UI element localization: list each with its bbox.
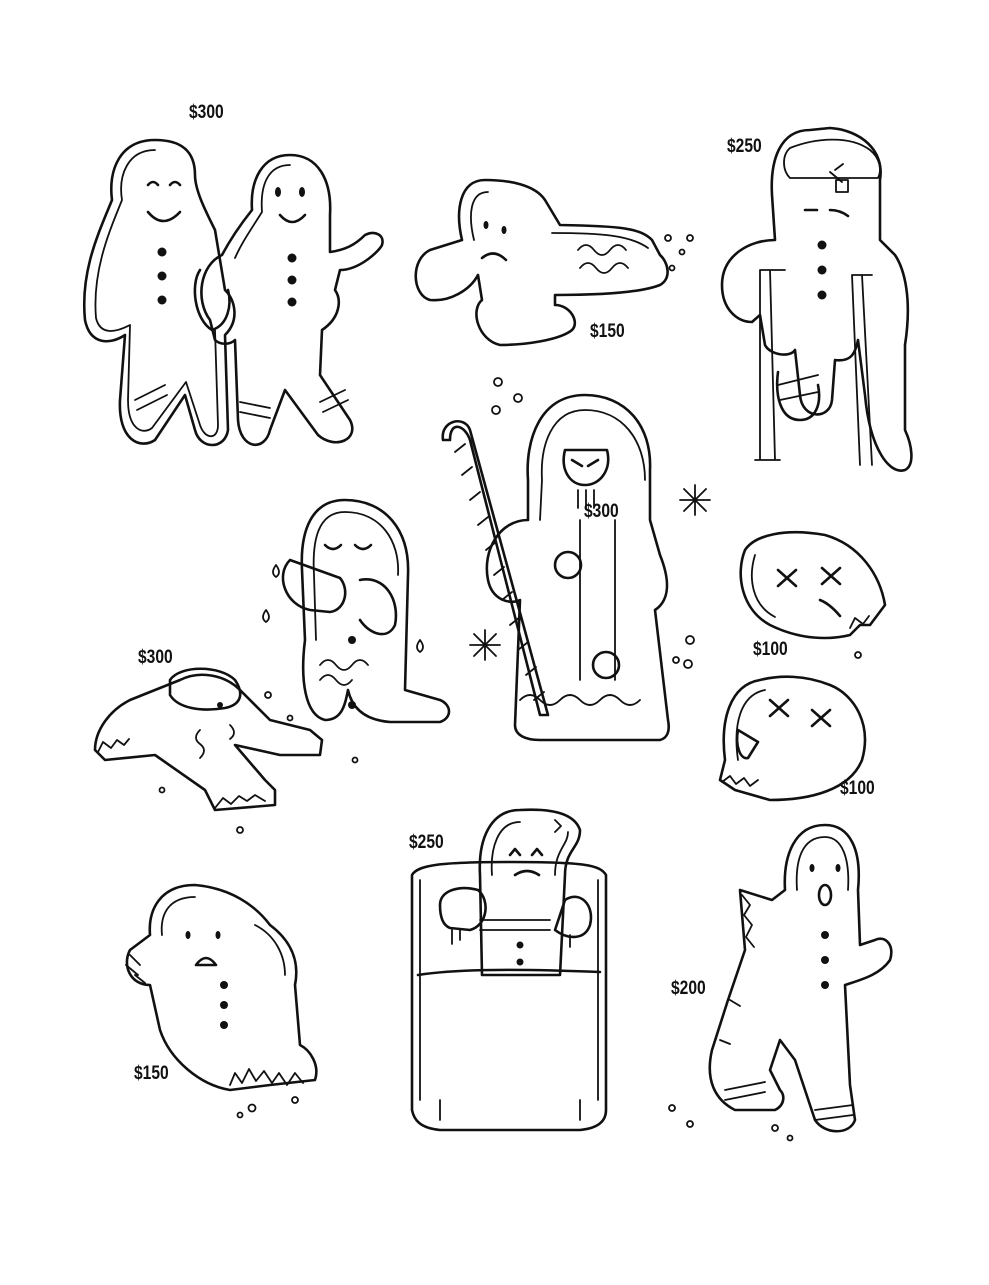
crying-illustration <box>262 498 451 724</box>
price-label-broken-lying: $150 <box>590 321 625 342</box>
price-label-friends: $300 <box>189 102 224 123</box>
bitten-head-illustration <box>125 883 318 1119</box>
price-label-injured-crutches: $250 <box>727 136 762 157</box>
head-upper-illustration <box>739 531 887 659</box>
broken-lying-illustration <box>414 178 694 347</box>
price-label-broken-body: $300 <box>138 647 173 668</box>
broken-body-illustration <box>93 667 359 834</box>
price-label-head-lower: $100 <box>840 778 875 799</box>
price-label-head-upper: $100 <box>753 639 788 660</box>
bitten-legs-illustration <box>668 823 893 1142</box>
injured-crutches-illustration <box>720 126 913 472</box>
reaper-candy-cane-illustration <box>441 377 711 742</box>
gingerbread-friends-illustration <box>82 138 384 447</box>
head-lower-illustration <box>718 675 867 802</box>
price-label-reaper: $300 <box>584 501 619 522</box>
price-label-bitten-legs: $200 <box>671 978 706 999</box>
price-label-bitten-head: $150 <box>134 1063 169 1084</box>
price-label-milk-glass: $250 <box>409 832 444 853</box>
milk-glass-illustration <box>410 808 608 1132</box>
